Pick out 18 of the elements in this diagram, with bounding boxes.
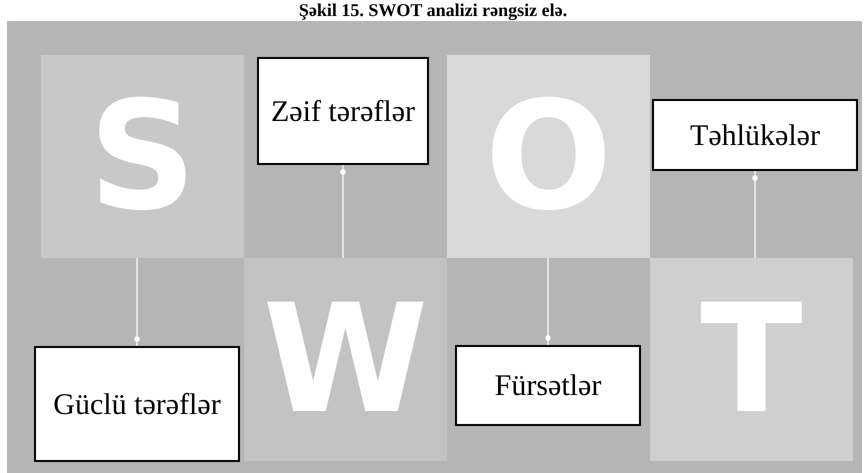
letter-tile bbox=[650, 258, 853, 461]
label-text: Təhlükələr bbox=[690, 118, 820, 154]
letter-tile bbox=[41, 55, 244, 258]
label-box bbox=[34, 346, 240, 462]
label-text: Zəif tərəflər bbox=[270, 94, 416, 130]
leader-line bbox=[752, 171, 758, 258]
label-text: Fürsətlər bbox=[494, 368, 602, 404]
letter-tile bbox=[447, 55, 650, 258]
figure-title: Şəkil 15. SWOT analizi rəngsiz elə. bbox=[298, 0, 568, 20]
big-letter: W bbox=[262, 284, 428, 434]
leader-line bbox=[545, 258, 551, 345]
leader-line bbox=[134, 258, 140, 346]
letter-tile bbox=[244, 258, 447, 461]
label-box bbox=[257, 57, 429, 165]
label-box bbox=[455, 345, 641, 426]
leader-line bbox=[340, 165, 346, 258]
label-box bbox=[652, 99, 858, 171]
label-text: Güclü tərəflər bbox=[53, 386, 221, 422]
